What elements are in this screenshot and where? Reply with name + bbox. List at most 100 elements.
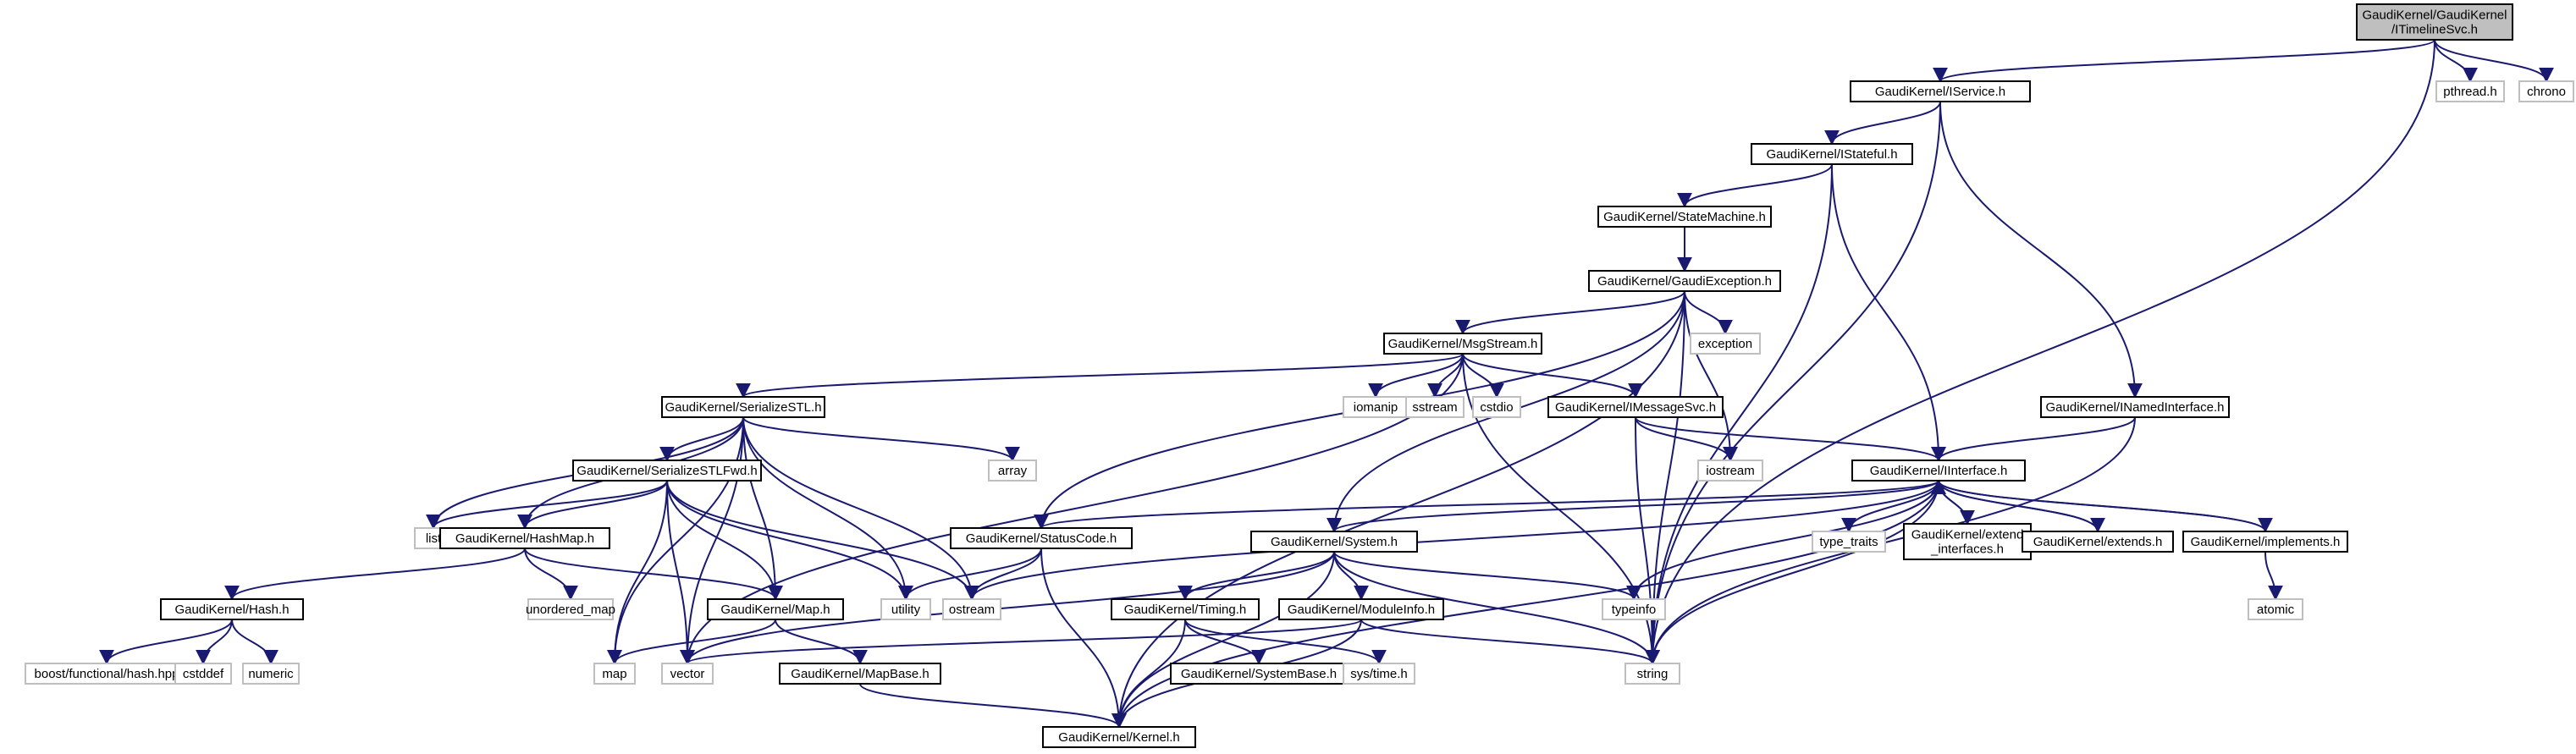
node-pthread: pthread.h bbox=[2435, 80, 2505, 102]
edge-serializestlfwd-to-hashmap bbox=[517, 480, 668, 530]
node-gaudiexception[interactable]: GaudiKernel/GaudiException.h bbox=[1588, 270, 1781, 292]
edge-map_h-to-map bbox=[607, 619, 776, 665]
node-label-root-line-1: /ITimelineSvc.h bbox=[2391, 23, 2478, 37]
edge-timing-to-systime bbox=[1184, 619, 1387, 665]
node-label-list: list bbox=[426, 531, 442, 546]
node-serializestl[interactable]: GaudiKernel/SerializeSTL.h bbox=[661, 396, 825, 418]
node-label-sstream: sstream bbox=[1412, 400, 1457, 415]
node-label-istateful: GaudiKernel/IStateful.h bbox=[1766, 147, 1897, 162]
node-box-root bbox=[2356, 3, 2513, 41]
edge-serializestl-to-array bbox=[742, 416, 1020, 462]
edge-timing-to-kernel bbox=[1111, 619, 1186, 729]
node-imessagesvc[interactable]: GaudiKernel/IMessageSvc.h bbox=[1547, 396, 1724, 418]
node-system[interactable]: GaudiKernel/System.h bbox=[1250, 531, 1418, 553]
node-systembase[interactable]: GaudiKernel/SystemBase.h bbox=[1170, 663, 1348, 685]
node-numeric: numeric bbox=[242, 663, 300, 685]
node-iostream: iostream bbox=[1697, 460, 1763, 482]
node-box-pthread bbox=[2435, 80, 2505, 102]
node-label-systembase: GaudiKernel/SystemBase.h bbox=[1181, 667, 1337, 681]
node-statemachine[interactable]: GaudiKernel/StateMachine.h bbox=[1597, 206, 1772, 228]
node-label-map_h: GaudiKernel/Map.h bbox=[720, 603, 830, 617]
edge-iinterface-to-string bbox=[1645, 480, 1939, 665]
node-label-gaudiexception: GaudiKernel/GaudiException.h bbox=[1597, 274, 1772, 289]
edge-imessagesvc-to-iinterface bbox=[1635, 416, 1946, 462]
edge-serializestlfwd-to-vector bbox=[666, 480, 695, 665]
node-implements[interactable]: GaudiKernel/implements.h bbox=[2182, 531, 2348, 553]
edge-root-to-chrono bbox=[2434, 39, 2554, 83]
node-inamedinterface[interactable]: GaudiKernel/INamedInterface.h bbox=[2040, 396, 2230, 418]
node-mapbase[interactable]: GaudiKernel/MapBase.h bbox=[779, 663, 941, 685]
node-label-inamedinterface: GaudiKernel/INamedInterface.h bbox=[2046, 400, 2225, 415]
node-kernel[interactable]: GaudiKernel/Kernel.h bbox=[1042, 726, 1196, 748]
edge-root-to-pthread bbox=[2434, 39, 2478, 83]
node-label-utility: utility bbox=[891, 603, 921, 617]
node-cstddef: cstddef bbox=[174, 663, 232, 685]
node-label-extend_interfaces-line-0: GaudiKernel/extend bbox=[1911, 528, 2024, 542]
edge-hashmap-to-unordered_map bbox=[524, 548, 578, 601]
node-label-boost_hash: boost/functional/hash.hpp bbox=[35, 667, 179, 681]
node-box-kernel bbox=[1042, 726, 1196, 748]
node-label-exception: exception bbox=[1698, 337, 1752, 351]
node-array: array bbox=[988, 460, 1037, 482]
node-istateful[interactable]: GaudiKernel/IStateful.h bbox=[1751, 143, 1913, 165]
node-label-iomanip: iomanip bbox=[1354, 400, 1398, 415]
node-map_h[interactable]: GaudiKernel/Map.h bbox=[707, 598, 844, 620]
edge-msgstream-to-iomanip bbox=[1368, 353, 1464, 399]
node-label-iservice: GaudiKernel/IService.h bbox=[1875, 85, 2005, 99]
edge-timing-to-systembase bbox=[1184, 619, 1266, 665]
edge-iinterface-to-system bbox=[1327, 480, 1939, 533]
node-label-root-line-0: GaudiKernel/GaudiKernel bbox=[2363, 8, 2507, 23]
node-box-array bbox=[988, 460, 1037, 482]
edge-serializestl-to-map_h bbox=[742, 416, 783, 601]
edge-root-to-iservice bbox=[1933, 39, 2435, 83]
node-hashmap[interactable]: GaudiKernel/HashMap.h bbox=[439, 527, 610, 549]
node-box-chrono bbox=[2518, 80, 2574, 102]
node-box-serializestlfwd bbox=[572, 460, 762, 482]
node-moduleinfo[interactable]: GaudiKernel/ModuleInfo.h bbox=[1278, 598, 1444, 620]
node-box-unordered_map bbox=[527, 598, 614, 620]
node-iinterface[interactable]: GaudiKernel/IInterface.h bbox=[1851, 460, 2026, 482]
node-extend_interfaces[interactable]: GaudiKernel/extend_interfaces.h bbox=[1903, 523, 2032, 560]
node-statuscode[interactable]: GaudiKernel/StatusCode.h bbox=[950, 527, 1133, 549]
node-box-hashmap bbox=[439, 527, 610, 549]
edge-gaudiexception-to-msgstream bbox=[1455, 290, 1685, 335]
node-box-system bbox=[1250, 531, 1418, 553]
node-box-cstddef bbox=[174, 663, 232, 685]
node-box-typeinfo bbox=[1602, 598, 1666, 620]
edge-serializestl-to-utility bbox=[742, 416, 913, 601]
node-box-timing bbox=[1111, 598, 1260, 620]
edge-iinterface-to-statuscode bbox=[1034, 480, 1939, 530]
node-hash[interactable]: GaudiKernel/Hash.h bbox=[160, 598, 304, 620]
edge-serializestlfwd-to-map_h bbox=[666, 480, 783, 601]
node-msgstream[interactable]: GaudiKernel/MsgStream.h bbox=[1383, 333, 1542, 355]
edge-moduleinfo-to-vector bbox=[680, 619, 1362, 665]
node-timing[interactable]: GaudiKernel/Timing.h bbox=[1111, 598, 1260, 620]
edges-layer bbox=[99, 39, 2554, 729]
edge-hashmap-to-map_h bbox=[524, 548, 783, 601]
node-box-imessagesvc bbox=[1547, 396, 1724, 418]
node-extends[interactable]: GaudiKernel/extends.h bbox=[2022, 531, 2174, 553]
node-label-hash: GaudiKernel/Hash.h bbox=[174, 603, 289, 617]
node-iservice[interactable]: GaudiKernel/IService.h bbox=[1850, 80, 2031, 102]
edge-iservice-to-string bbox=[1645, 101, 1941, 665]
edge-iservice-to-inamedinterface bbox=[1939, 101, 2143, 399]
node-box-serializestl bbox=[661, 396, 825, 418]
node-box-gaudiexception bbox=[1588, 270, 1781, 292]
node-box-moduleinfo bbox=[1278, 598, 1444, 620]
nodes-layer: GaudiKernel/GaudiKernel/ITimelineSvc.hGa… bbox=[25, 3, 2574, 748]
node-label-timing: GaudiKernel/Timing.h bbox=[1124, 603, 1247, 617]
edge-imessagesvc-to-iostream bbox=[1635, 416, 1738, 462]
node-serializestlfwd[interactable]: GaudiKernel/SerializeSTLFwd.h bbox=[572, 460, 762, 482]
node-box-ostream bbox=[942, 598, 1001, 620]
edge-serializestl-to-ostream bbox=[742, 416, 979, 601]
node-utility: utility bbox=[880, 598, 931, 620]
node-label-type_traits: type_traits bbox=[1819, 535, 1878, 549]
node-root[interactable]: GaudiKernel/GaudiKernel/ITimelineSvc.h bbox=[2356, 3, 2513, 41]
edge-moduleinfo-to-string bbox=[1360, 619, 1660, 665]
node-label-vector: vector bbox=[670, 667, 705, 681]
edge-system-to-kernel bbox=[1111, 551, 1335, 729]
edge-msgstream-to-serializestl bbox=[736, 353, 1464, 399]
edge-hash-to-cstddef bbox=[196, 619, 233, 665]
node-label-chrono: chrono bbox=[2527, 85, 2566, 99]
edge-serializestl-to-vector bbox=[680, 416, 744, 665]
